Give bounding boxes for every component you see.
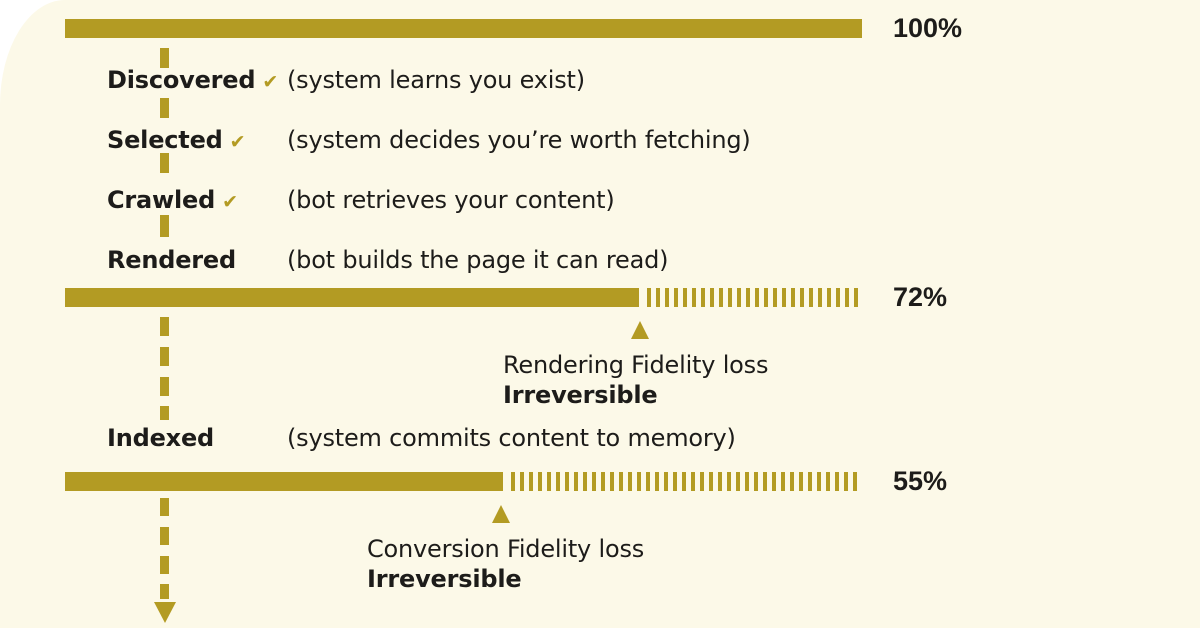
bar-72-solid — [65, 288, 639, 307]
bar-55-percent-label: 55% — [893, 466, 948, 496]
annotation-title: Conversion Fidelity loss — [367, 535, 645, 563]
bar-indexed — [65, 472, 862, 491]
checkmark-icon: ✔ — [262, 71, 279, 93]
bar-discovered-pool — [65, 19, 862, 38]
flow-dash — [160, 556, 169, 574]
bar-55-loss-hatch — [511, 472, 862, 491]
stage-description: (system commits content to memory) — [287, 424, 736, 452]
flow-dash — [160, 48, 169, 68]
flow-dash — [160, 215, 169, 237]
flow-dash — [160, 584, 169, 599]
flow-dash — [160, 317, 169, 336]
flow-dash — [160, 153, 169, 173]
stage-label: Rendered — [107, 246, 236, 274]
annotation-emphasis: Irreversible — [367, 565, 522, 593]
stage-label: Discovered — [107, 66, 256, 94]
arrow-down-icon — [154, 602, 176, 623]
stage-description: (system decides you’re worth fetching) — [287, 126, 751, 154]
bar-72-loss-hatch — [647, 288, 862, 307]
annotation-emphasis: Irreversible — [503, 381, 658, 409]
stage-crawled: Crawled ✔ (bot retrieves your content) — [107, 185, 615, 217]
stage-description: (bot retrieves your content) — [287, 186, 615, 214]
bar-55-solid — [65, 472, 503, 491]
stage-label: Indexed — [107, 424, 215, 452]
checkmark-icon: ✔ — [222, 191, 239, 213]
flow-dash — [160, 498, 169, 516]
bar-100-solid — [65, 19, 862, 38]
bar-rendered — [65, 288, 862, 307]
flow-dash — [160, 98, 169, 118]
annotation-rendering-loss: Rendering Fidelity loss Irreversible — [503, 350, 768, 410]
annotation-conversion-loss: Conversion Fidelity loss Irreversible — [367, 534, 644, 594]
stage-indexed: Indexed (system commits content to memory… — [107, 423, 736, 453]
stage-description: (bot builds the page it can read) — [287, 246, 669, 274]
arrow-up-icon — [492, 505, 510, 523]
stage-rendered: Rendered (bot builds the page it can read… — [107, 245, 669, 275]
stage-label: Crawled — [107, 186, 216, 214]
checkmark-icon: ✔ — [229, 131, 246, 153]
stage-description: (system learns you exist) — [287, 66, 585, 94]
flow-dash — [160, 406, 169, 420]
bar-72-percent-label: 72% — [893, 282, 948, 312]
annotation-title: Rendering Fidelity loss — [503, 351, 769, 379]
arrow-up-icon — [631, 321, 649, 339]
flow-dash — [160, 347, 169, 366]
stage-discovered: Discovered ✔ (system learns you exist) — [107, 65, 585, 97]
bar-100-percent-label: 100% — [893, 13, 963, 43]
flow-dash — [160, 527, 169, 545]
flow-dash — [160, 377, 169, 396]
stage-selected: Selected ✔ (system decides you’re worth fe… — [107, 125, 751, 157]
stage-label: Selected — [107, 126, 223, 154]
